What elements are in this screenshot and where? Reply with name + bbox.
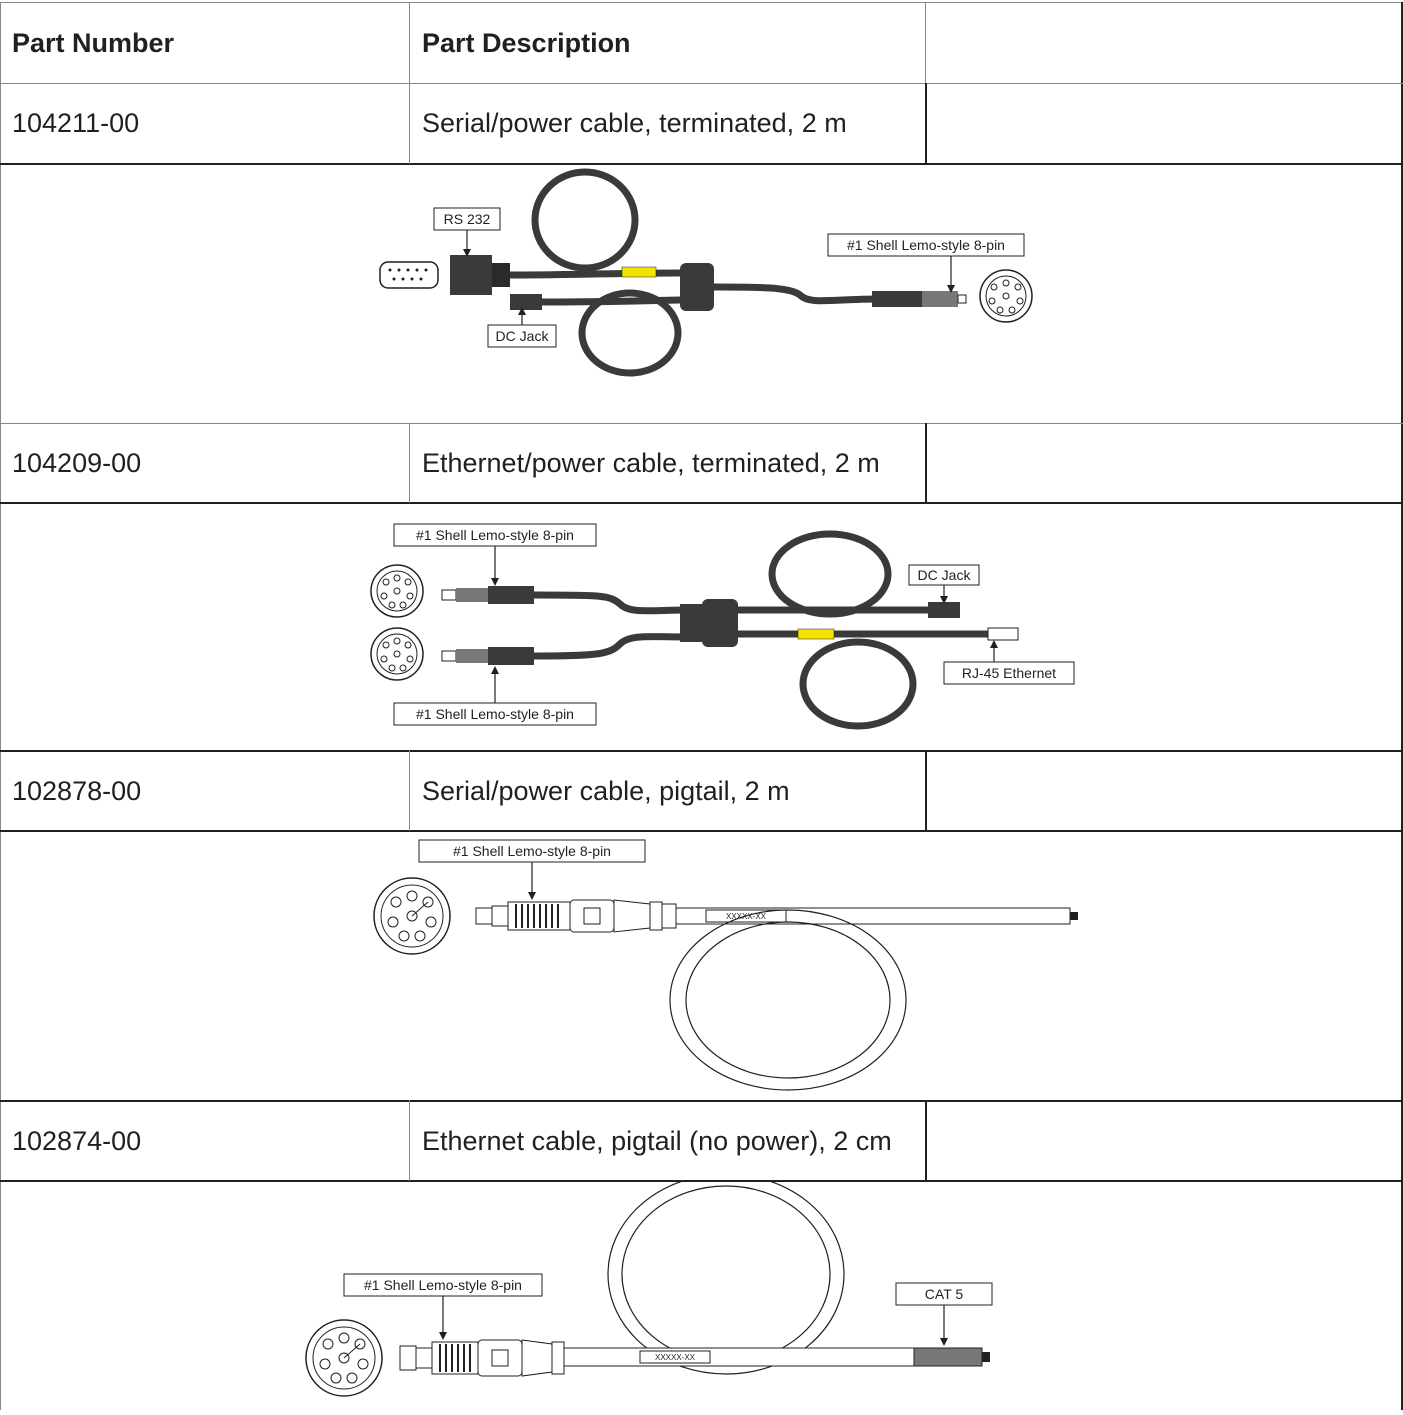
row-divider [0,830,1403,832]
label-lemo-bottom: #1 Shell Lemo-style 8-pin [416,706,574,722]
part-description-cell: Ethernet/power cable, terminated, 2 m [422,447,880,478]
label-lemo: #1 Shell Lemo-style 8-pin [364,1277,522,1293]
row-divider [0,502,1403,504]
row-divider [0,1100,1403,1102]
row-divider [0,163,1403,165]
col-divider [409,2,410,164]
col-divider [925,1100,927,1181]
cable-image-102874: XXXXX-XX #1 Shell Lemo-style 8-pin CAT 5 [0,1173,1403,1410]
table-border-top [0,2,1403,3]
part-description-cell: Ethernet cable, pigtail (no power), 2 cm [422,1125,892,1156]
table-border-right [1401,2,1403,1410]
cable-marker: XXXXX-XX [726,912,767,921]
cable-image-104211: RS 232 #1 Shell Lemo-style 8-pin DC Jack [0,165,1403,423]
part-number-cell: 104209-00 [12,447,142,478]
header-empty [926,3,1401,83]
col-divider [925,750,927,831]
row-divider [0,83,1403,84]
row-divider [0,1180,1403,1182]
label-dc-jack: DC Jack [496,328,550,344]
part-number-cell: 102874-00 [12,1125,142,1156]
lemo-face-icon [373,877,451,955]
col-divider [409,750,410,831]
cable-image-104209: #1 Shell Lemo-style 8-pin #1 Shell Lemo-… [0,504,1403,750]
serial-power-pigtail-illustration: XXXXX-XX #1 Shell Lemo-style 8-pin [373,839,1078,1091]
header-part-description: Part Description [422,27,631,58]
col-divider [409,1100,410,1181]
col-divider [925,2,926,83]
label-dc-jack: DC Jack [918,567,972,583]
col-divider [409,423,410,503]
row-divider [0,423,1403,424]
label-cat5: CAT 5 [925,1286,964,1302]
lemo-face-icon [305,1319,383,1397]
lemo-face-icon [370,627,424,681]
part-description-cell: Serial/power cable, pigtail, 2 m [422,775,790,806]
cable-image-102878: XXXXX-XX #1 Shell Lemo-style 8-pin [0,832,1403,1100]
part-description-cell: Serial/power cable, terminated, 2 m [422,108,847,138]
label-lemo: #1 Shell Lemo-style 8-pin [847,237,1005,253]
cable-marker: XXXXX-XX [655,1353,696,1362]
ethernet-pigtail-illustration: XXXXX-XX #1 Shell Lemo-style 8-pin CAT 5 [305,1173,993,1397]
label-rj45: RJ-45 Ethernet [962,665,1056,681]
table-border-left [0,2,1,1410]
serial-power-terminated-illustration: RS 232 #1 Shell Lemo-style 8-pin DC Jack [379,168,1033,377]
part-number-cell: 102878-00 [12,775,142,806]
col-divider [925,83,927,164]
header-part-number: Part Number [12,27,175,58]
lemo-face-icon [370,564,424,618]
part-number-cell: 104211-00 [12,108,140,138]
label-lemo: #1 Shell Lemo-style 8-pin [453,843,611,859]
label-rs232: RS 232 [444,211,491,227]
ethernet-power-terminated-illustration: #1 Shell Lemo-style 8-pin #1 Shell Lemo-… [370,523,1075,730]
label-lemo-top: #1 Shell Lemo-style 8-pin [416,527,574,543]
col-divider [925,423,927,503]
row-divider [0,750,1403,752]
